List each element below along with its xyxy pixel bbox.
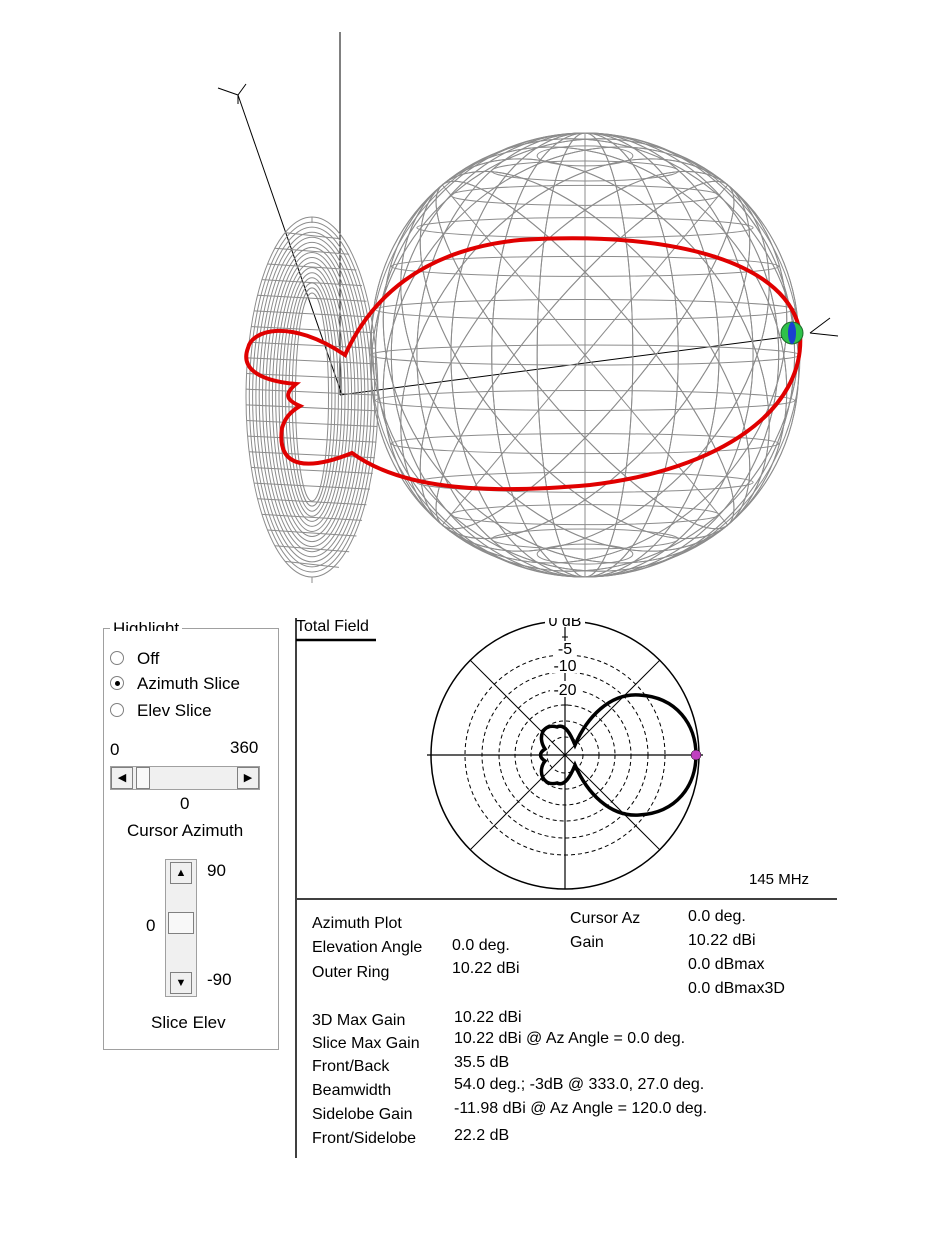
main-lobe-mesh	[369, 132, 801, 578]
gain-value-dbmax: 0.0 dBmax	[688, 956, 765, 973]
radio-elev-slice-indicator[interactable]	[110, 703, 124, 717]
azimuth-min-label: 0	[110, 740, 120, 759]
gain-value-dbmax3d: 0.0 dBmax3D	[688, 980, 785, 997]
azimuth-caption: Cursor Azimuth	[127, 821, 244, 840]
stat-label: Slice Max Gain	[312, 1035, 420, 1052]
elev-max-label: 90	[207, 861, 226, 880]
stat-label: Front/Back	[312, 1058, 390, 1075]
ring-label-5: -5	[558, 641, 572, 658]
elev-min-label: -90	[207, 970, 232, 989]
stat-value: 22.2 dB	[454, 1127, 510, 1144]
polar-grid: 0 dB -5 -10 -20	[427, 618, 703, 890]
azimuth-scroll-thumb[interactable]	[136, 767, 150, 789]
scroll-right-button[interactable]: ▶	[237, 767, 259, 789]
ring-label-20: -20	[553, 682, 576, 699]
stat-value: 35.5 dB	[454, 1054, 510, 1071]
azimuth-slice-curve	[244, 236, 803, 492]
radio-off-label: Off	[137, 649, 160, 668]
gain-value-dbi: 10.22 dBi	[688, 932, 756, 949]
outer-ring-value: 10.22 dBi	[452, 960, 520, 977]
elev-value: 0	[146, 916, 156, 935]
azimuth-value: 0	[180, 794, 190, 813]
polar-cursor-marker[interactable]	[690, 749, 702, 761]
stat-value: -11.98 dBi @ Az Angle = 120.0 deg.	[454, 1100, 708, 1117]
stat-label: 3D Max Gain	[312, 1012, 406, 1029]
polar-title: Total Field	[296, 618, 369, 635]
stat-label: Front/Sidelobe	[312, 1130, 417, 1147]
3d-pattern-view[interactable]	[0, 0, 940, 610]
polar-plot: Total Field 0 dB -5 -10	[296, 618, 809, 890]
scroll-up-button[interactable]: ▲	[170, 862, 192, 884]
outer-ring-label: Outer Ring	[312, 964, 390, 981]
highlight-groupbox	[103, 628, 279, 1050]
scroll-down-button[interactable]: ▼	[170, 972, 192, 994]
radio-elev-slice-label: Elev Slice	[137, 701, 212, 720]
radio-off-indicator[interactable]	[110, 651, 124, 665]
azimuth-pattern-curve	[538, 693, 698, 817]
plot-type: Azimuth Plot	[312, 915, 402, 932]
elevation-angle-label: Elevation Angle	[312, 939, 423, 956]
ring-label-0db: 0 dB	[549, 618, 582, 630]
elev-caption: Slice Elev	[151, 1013, 226, 1032]
stat-label: Beamwidth	[312, 1082, 392, 1099]
back-lobe-mesh	[245, 216, 379, 583]
azimuth-max-label: 360	[230, 738, 259, 757]
stat-value: 10.22 dBi	[454, 1009, 522, 1026]
azimuth-scrollbar[interactable]: ◀ ▶	[110, 766, 260, 790]
ring-label-10: -10	[553, 658, 576, 675]
stat-value: 54.0 deg.; -3dB @ 333.0, 27.0 deg.	[454, 1076, 705, 1093]
elevation-scrollbar[interactable]: ▲ ▼	[165, 859, 197, 997]
stat-label: Sidelobe Gain	[312, 1106, 413, 1123]
axes	[217, 32, 839, 396]
radio-azimuth-slice-label: Azimuth Slice	[137, 674, 240, 693]
panel-divider-horizontal	[295, 898, 837, 900]
scroll-left-button[interactable]: ◀	[111, 767, 133, 789]
elevation-scroll-thumb[interactable]	[168, 912, 194, 934]
panel-divider-vertical	[295, 618, 297, 1158]
cursor-marker[interactable]	[780, 321, 804, 345]
elevation-angle-value: 0.0 deg.	[452, 937, 510, 954]
radio-azimuth-slice-indicator[interactable]	[110, 676, 124, 690]
frequency-label: 145 MHz	[749, 871, 809, 888]
stat-value: 10.22 dBi @ Az Angle = 0.0 deg.	[454, 1030, 686, 1047]
gain-label: Gain	[570, 934, 604, 951]
cursor-az-label: Cursor Az	[570, 910, 641, 927]
highlight-title: Highlight	[110, 620, 183, 631]
cursor-az-value: 0.0 deg.	[688, 908, 746, 925]
